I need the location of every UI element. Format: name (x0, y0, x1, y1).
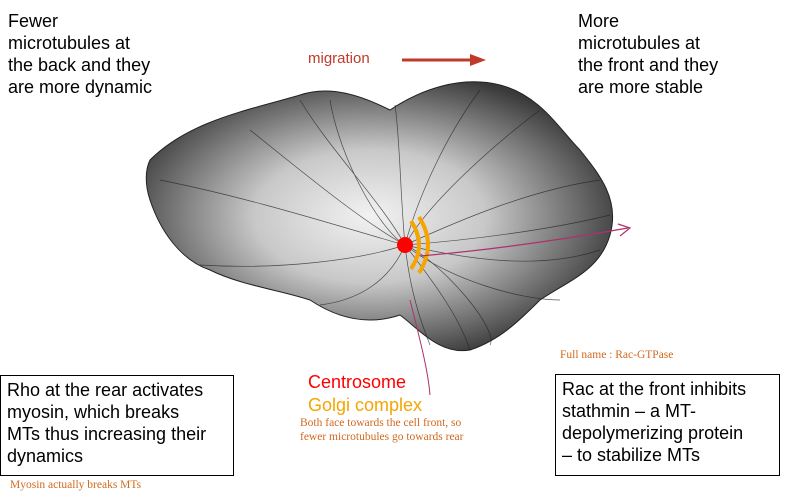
box-line: Rho at the rear activates (7, 380, 204, 400)
note-line: Both face towards the cell front, so (300, 417, 462, 429)
note-line: are more stable (578, 77, 704, 97)
note-line: are more dynamic (8, 77, 153, 97)
rac-fullname-note: Full name : Rac-GTPase (560, 349, 674, 361)
centrosome-label: Centrosome (308, 372, 407, 392)
migration-arrow-icon (402, 54, 486, 66)
note-line: Fewer (8, 11, 59, 31)
box-line: stathmin – a MT- (562, 401, 697, 421)
note-line: microtubules at (578, 33, 701, 53)
front-microtubules-note: More microtubules at the front and they … (578, 10, 768, 98)
golgi-arcs-icon (409, 215, 430, 275)
rho-info-box: Rho at the rear activates myosin, which … (0, 375, 234, 476)
note-line: fewer microtubules go towards rear (300, 431, 464, 443)
myosin-note: Myosin actually breaks MTs (10, 479, 142, 491)
cell-body (145, 81, 614, 352)
centrosome-pointer-line (409, 299, 431, 396)
migration-label: migration (308, 50, 370, 67)
golgi-label: Golgi complex (308, 395, 423, 415)
box-line: MTs thus increasing their (7, 424, 207, 444)
centrosome-dot-icon (397, 237, 413, 253)
note-line: the back and they (8, 55, 151, 75)
box-line: dynamics (7, 446, 84, 466)
box-line: Rac at the front inhibits (562, 379, 747, 399)
front-pointer-line (419, 227, 629, 257)
box-line: myosin, which breaks (7, 402, 180, 422)
box-line: depolymerizing protein (562, 423, 744, 443)
note-line: More (578, 11, 620, 31)
box-line: – to stabilize MTs (562, 445, 701, 465)
golgi-orientation-note: Both face towards the cell front, so few… (300, 416, 530, 444)
note-line: microtubules at (8, 33, 131, 53)
front-pointer-arrowhead (617, 223, 632, 237)
rac-info-box: Rac at the front inhibits stathmin – a M… (555, 374, 780, 476)
back-microtubules-note: Fewer microtubules at the back and they … (8, 10, 188, 98)
note-line: the front and they (578, 55, 719, 75)
